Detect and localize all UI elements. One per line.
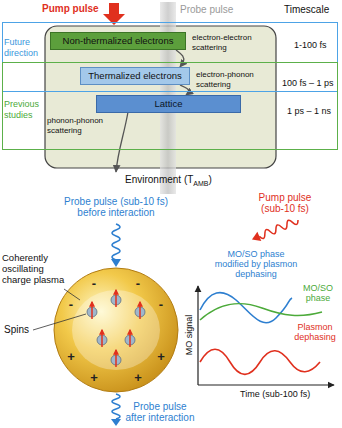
charge-sign: - (136, 277, 140, 290)
charge-sign: + (90, 371, 98, 384)
relaxation-arrow (116, 112, 128, 172)
spin-arrow (139, 302, 141, 319)
spin-arrow (101, 330, 103, 347)
pump-wave (250, 215, 300, 244)
probe-wave (112, 394, 120, 419)
callout-label: Coherently oscillating charge plasma (2, 252, 66, 285)
callout-label: Spins (4, 324, 29, 336)
timescale-value: 100 fs – 1 ps (282, 78, 334, 89)
charge-sign: + (134, 371, 142, 384)
probe-wave (112, 224, 120, 260)
spin-arrow (91, 302, 93, 319)
spin-arrow (115, 290, 117, 307)
curve-label: MO/SO phase (296, 283, 340, 303)
process-label: phonon-phonon scattering (47, 116, 105, 136)
process-arrow (180, 85, 189, 95)
subscript: AMB (193, 178, 208, 190)
box-label: Lattice (102, 98, 235, 110)
process-box: Lattice (96, 95, 241, 113)
axis-label: MO signal (185, 315, 194, 356)
timescale-value: 1 ps – 1 ns (287, 106, 331, 117)
process-label: electron-phonon scattering (196, 70, 256, 90)
y-axis (197, 286, 198, 385)
axis-label: Time (sub-100 fs) (240, 389, 310, 400)
scope-frame: Previous studies Lattice (2, 62, 338, 150)
environment-label: Environment (T (125, 174, 193, 186)
process-label: electron-electron scattering (192, 33, 254, 53)
pulse-label: Pump pulse (42, 3, 99, 15)
charge-sign: + (157, 350, 165, 363)
box-label: Non-thermalized electrons (56, 35, 180, 47)
phase-curve (200, 304, 322, 320)
charge-sign: - (159, 298, 163, 311)
dephasing-curve (200, 349, 320, 374)
timescale-value: 1-100 fs (294, 40, 327, 51)
charge-sign: - (92, 277, 96, 290)
pulse-label: Probe pulse after interaction (124, 401, 196, 423)
box-label: Thermalized electrons (86, 70, 184, 82)
spin-arrow (115, 350, 117, 367)
charge-sign: + (67, 350, 75, 363)
pump-wave-line (258, 217, 299, 240)
charge-plasma (72, 290, 160, 370)
frame-heading: Future direction (4, 37, 42, 59)
probe-beam (160, 2, 176, 194)
frame-heading: Previous studies (4, 99, 42, 121)
x-axis (198, 384, 334, 385)
label-group: Environment (TAMB) (125, 172, 212, 187)
spin-arrow (129, 330, 131, 347)
curve-label: MO/SO phase modified by plasmon dephasin… (212, 249, 300, 279)
probe-arrowhead (111, 259, 121, 267)
process-box: Thermalized electrons (80, 67, 190, 85)
leader-line (64, 289, 80, 300)
scope-frame: Future direction Non-thermalized electron… (2, 22, 338, 92)
probe-arrowhead (111, 419, 121, 426)
nanoparticle-sphere (54, 268, 178, 392)
charge-sign: - (69, 298, 73, 311)
process-box: Non-thermalized electrons (50, 32, 186, 50)
environment-label: ) (209, 174, 212, 186)
process-arrow (176, 50, 184, 67)
modified-phase-curve (200, 293, 292, 323)
pulse-label: Pump pulse (sub-10 fs) (250, 192, 320, 214)
pulse-label: Probe pulse (180, 4, 233, 16)
leader-line (33, 314, 86, 330)
spin-group (87, 290, 145, 367)
pump-arrow (103, 3, 125, 25)
pulse-label: Probe pulse (sub-10 fs) before interacti… (55, 196, 177, 218)
curve-label: Plasmon dephasing (292, 322, 338, 342)
column-heading: Timescale (284, 4, 329, 16)
pump-arrowhead (250, 232, 261, 244)
